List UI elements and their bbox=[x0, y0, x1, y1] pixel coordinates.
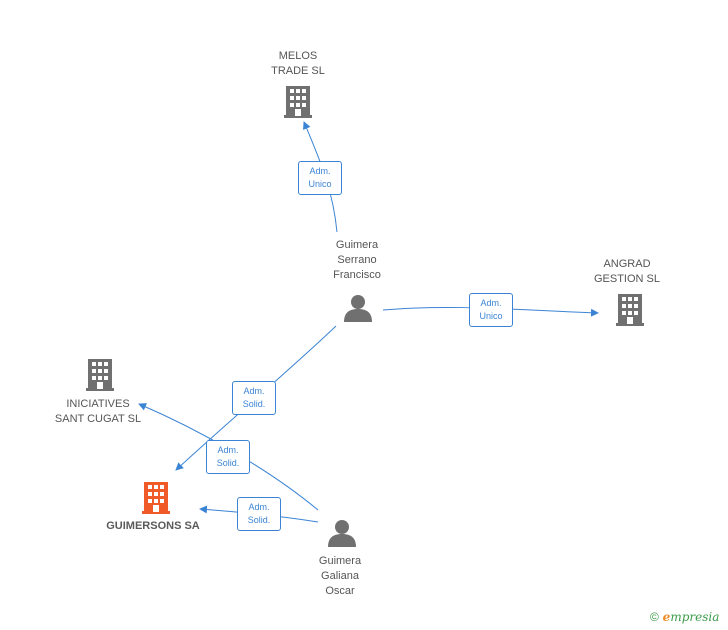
relation-badge-francisco-guimersons: Adm. Solid. bbox=[232, 381, 276, 415]
brand-logo: © empresia bbox=[650, 610, 719, 624]
building-icon-iniciatives bbox=[86, 359, 114, 391]
node-label-melos[interactable]: MELOS TRADE SL bbox=[271, 50, 325, 77]
building-icon-melos bbox=[284, 86, 312, 118]
person-icon-oscar bbox=[328, 520, 356, 547]
relation-badge-melos: Adm. Unico bbox=[298, 161, 342, 195]
building-icon-guimersons bbox=[142, 482, 170, 514]
person-icon-francisco bbox=[344, 295, 372, 322]
relation-badge-oscar-iniciatives: Adm. Solid. bbox=[206, 440, 250, 474]
node-label-guimersons[interactable]: GUIMERSONS SA bbox=[106, 520, 200, 532]
relation-badge-angrad: Adm. Unico bbox=[469, 293, 513, 327]
node-label-francisco[interactable]: Guimera Serrano Francisco bbox=[333, 239, 381, 281]
copyright-symbol: © bbox=[650, 610, 659, 624]
node-label-angrad[interactable]: ANGRAD GESTION SL bbox=[593, 258, 661, 285]
node-label-oscar[interactable]: Guimera Galiana Oscar bbox=[318, 555, 362, 597]
node-label-iniciatives[interactable]: INICIATIVES SANT CUGAT SL bbox=[54, 398, 142, 425]
building-icon-angrad bbox=[616, 294, 644, 326]
brand-initial: e bbox=[662, 610, 671, 624]
relation-badge-oscar-guimersons: Adm. Solid. bbox=[237, 497, 281, 531]
brand-name: mpresia bbox=[670, 610, 720, 624]
